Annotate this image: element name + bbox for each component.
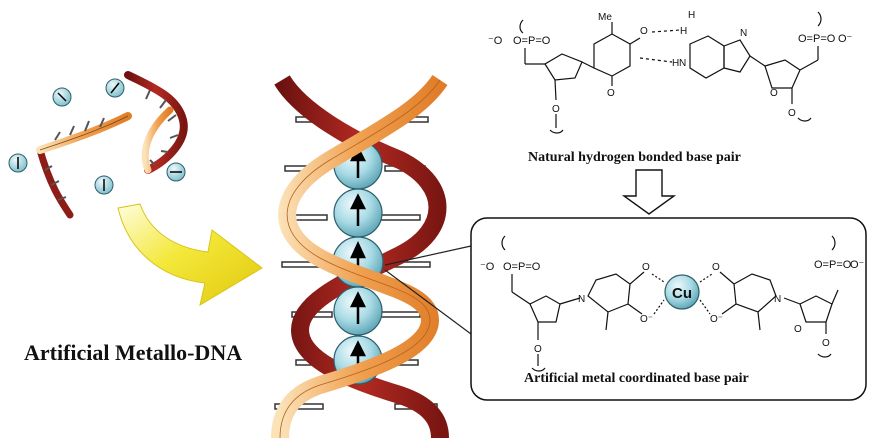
down-arrow-icon — [621, 169, 677, 215]
svg-text:O: O — [534, 344, 542, 355]
double-helix — [271, 74, 449, 439]
svg-text:O⁻: O⁻ — [640, 314, 653, 325]
svg-text:H: H — [680, 26, 687, 37]
metal-ion-2 — [333, 188, 383, 238]
copper-ion: Cu — [664, 274, 700, 310]
free-metal-ion-4 — [94, 175, 114, 195]
strand-b-orange — [141, 106, 174, 174]
zoom-callout — [384, 245, 472, 335]
natural-base-pair-structure: ⁻O O=P=O O Me O O H H H N N O O — [488, 10, 853, 134]
svg-text:O=P=O: O=P=O — [503, 261, 541, 273]
metal-ion-4 — [333, 286, 383, 336]
spin-arrow-icon — [349, 291, 367, 324]
artificial-base-pair-box — [470, 217, 867, 401]
svg-text:O⁻: O⁻ — [838, 33, 853, 45]
svg-text:O⁻: O⁻ — [850, 259, 865, 271]
svg-text:⁻O: ⁻O — [488, 35, 503, 47]
metal-label: Cu — [672, 285, 692, 302]
figure-title: Artificial Metallo-DNA — [24, 340, 243, 365]
artificial-base-pair-structure: ⁻O O=P=O O N O O⁻ O O⁻ N O — [480, 235, 865, 372]
natural-base-pair-caption: Natural hydrogen bonded base pair — [528, 150, 741, 165]
svg-text:N: N — [578, 294, 585, 305]
strand-a-orange — [36, 112, 132, 154]
svg-text:O⁻: O⁻ — [710, 314, 723, 325]
svg-text:O: O — [640, 26, 648, 37]
svg-text:⁻O: ⁻O — [480, 261, 495, 273]
curved-yellow-arrow-icon — [117, 203, 263, 307]
spin-arrow-icon — [57, 92, 67, 102]
svg-text:N: N — [679, 58, 686, 69]
free-metal-ion-5 — [166, 162, 186, 182]
svg-text:O: O — [788, 108, 796, 119]
svg-text:Me: Me — [598, 12, 612, 23]
svg-text:H: H — [672, 58, 679, 69]
svg-text:O: O — [794, 324, 802, 335]
svg-text:O: O — [642, 262, 650, 273]
svg-text:O=P=O: O=P=O — [798, 33, 836, 45]
strand-a-red — [36, 146, 74, 219]
svg-text:H: H — [688, 10, 695, 21]
svg-text:O: O — [712, 262, 720, 273]
svg-text:N: N — [774, 294, 781, 305]
strand-b-red — [124, 71, 188, 174]
svg-text:N: N — [740, 28, 747, 39]
svg-text:O: O — [770, 88, 778, 99]
free-metal-ion-1 — [52, 87, 72, 107]
svg-text:O: O — [552, 104, 560, 115]
free-metal-ion-3 — [8, 153, 28, 173]
free-metal-ion-2 — [105, 78, 125, 98]
svg-text:O: O — [607, 88, 615, 99]
spin-arrow-icon — [349, 193, 367, 226]
artificial-base-pair-caption: Artificial metal coordinated base pair — [524, 371, 749, 386]
metal-ion-sphere-icon — [664, 274, 700, 310]
svg-text:O: O — [822, 338, 830, 349]
svg-text:O=P=O: O=P=O — [814, 259, 852, 271]
separate-strands — [8, 71, 188, 219]
svg-text:O=P=O: O=P=O — [513, 35, 551, 47]
spin-arrow-icon — [110, 82, 120, 94]
